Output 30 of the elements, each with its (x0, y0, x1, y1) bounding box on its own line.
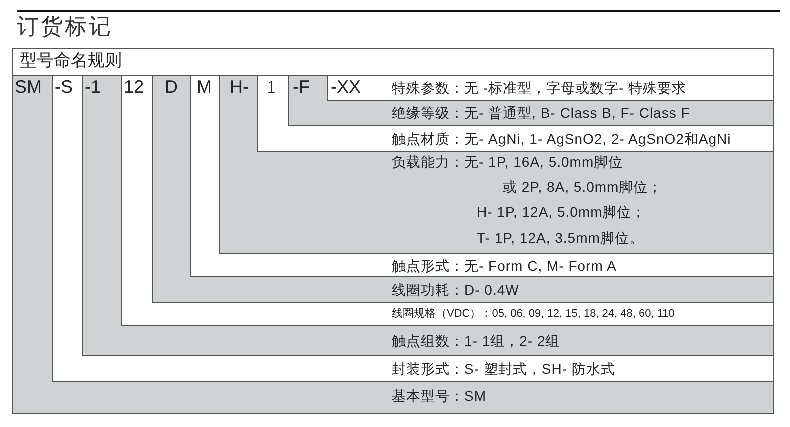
code-description: 触点组数：1- 1组，2- 2组 (392, 332, 560, 350)
model-code-label: D (165, 77, 178, 99)
code-description: 特殊参数：无 -标准型，字母或数字- 特殊要求 (392, 80, 687, 96)
table-heading: 型号命名规则 (20, 50, 122, 72)
model-code-label: 1 (267, 77, 276, 99)
model-code-label: -S (55, 77, 73, 99)
code-description: T- 1P, 12A, 3.5mm脚位。 (477, 230, 644, 246)
code-band (288, 75, 774, 126)
code-description: H- 1P, 12A, 5.0mm脚位； (477, 204, 646, 220)
model-code-label: H- (230, 77, 249, 99)
code-description: 或 2P, 8A, 5.0mm脚位； (503, 178, 663, 196)
code-band (190, 75, 774, 277)
model-code-label: -1 (85, 77, 102, 99)
model-code-label: M (197, 77, 212, 99)
code-description: 触点材质：无- AgNi, 1- AgSnO2, 2- AgSnO2和AgNi (392, 130, 732, 148)
diagram-title: 订货标记 (17, 14, 113, 40)
model-code-label: -F (293, 77, 310, 99)
code-description: 负载能力：无- 1P, 16A, 5.0mm脚位 (392, 154, 624, 170)
model-code-label: SM (15, 77, 42, 99)
code-description: 触点形式：无- Form C, M- Form A (392, 258, 617, 274)
code-band (327, 75, 774, 101)
code-description: 线圈规格（VDC）：05, 06, 09, 12, 15, 18, 24, 48, 60, 110 (392, 308, 675, 322)
model-code-label: -XX (331, 77, 362, 99)
code-description: 基本型号：SM (392, 388, 486, 404)
code-description: 线圈功耗：D- 0.4W (392, 282, 520, 298)
code-description: 绝缘等级：无- 普通型, B- Class B, F- Class F (392, 104, 690, 122)
code-description: 封装形式：S- 塑封式，SH- 防水式 (392, 360, 616, 378)
code-band (219, 75, 774, 254)
code-band (257, 75, 774, 152)
model-code-label: 12 (124, 77, 144, 99)
